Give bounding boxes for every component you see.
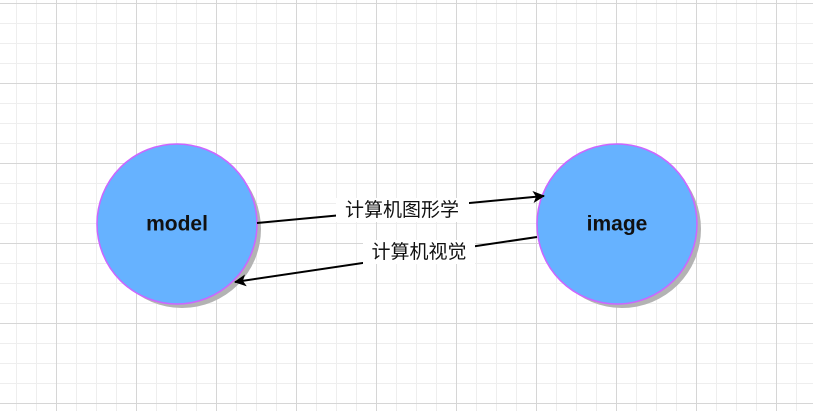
node-model-label: model (146, 213, 208, 236)
edge-model-to-image-label: 计算机图形学 (345, 199, 459, 221)
node-image[interactable]: image (536, 143, 701, 308)
node-image-label: image (587, 213, 648, 236)
edge-model-to-image-label-bg (336, 198, 469, 222)
edge-image-to-model[interactable]: 计算机视觉 (234, 236, 538, 287)
edge-image-to-model-label: 计算机视觉 (371, 241, 466, 263)
edge-model-to-image[interactable]: 计算机图形学 (256, 191, 545, 224)
edge-image-to-model-label-bg (363, 240, 475, 264)
node-model-circle (96, 143, 258, 305)
node-image-circle (536, 143, 698, 305)
node-model[interactable]: model (96, 143, 261, 308)
